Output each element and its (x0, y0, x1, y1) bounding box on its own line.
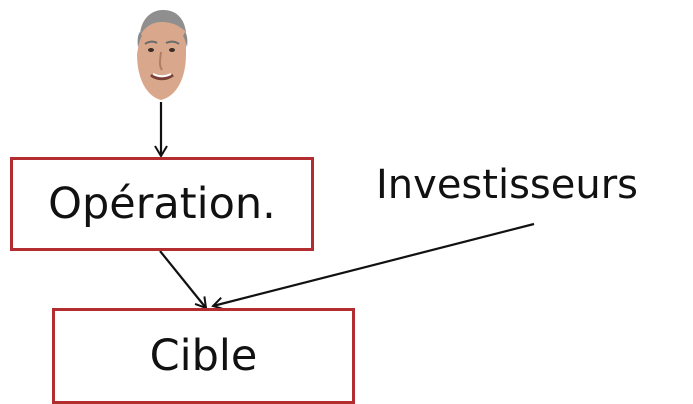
operation-label: Opération. (48, 179, 276, 229)
arrow-investisseurs-to-cible (211, 222, 535, 311)
cible-node: Cible (52, 308, 355, 404)
investisseurs-label: Investisseurs (376, 162, 638, 208)
operation-node: Opération. (10, 157, 314, 251)
cible-label: Cible (149, 331, 258, 381)
arrow-operation-to-cible (159, 250, 208, 310)
person-face-icon (137, 10, 188, 100)
avatar (137, 10, 188, 100)
